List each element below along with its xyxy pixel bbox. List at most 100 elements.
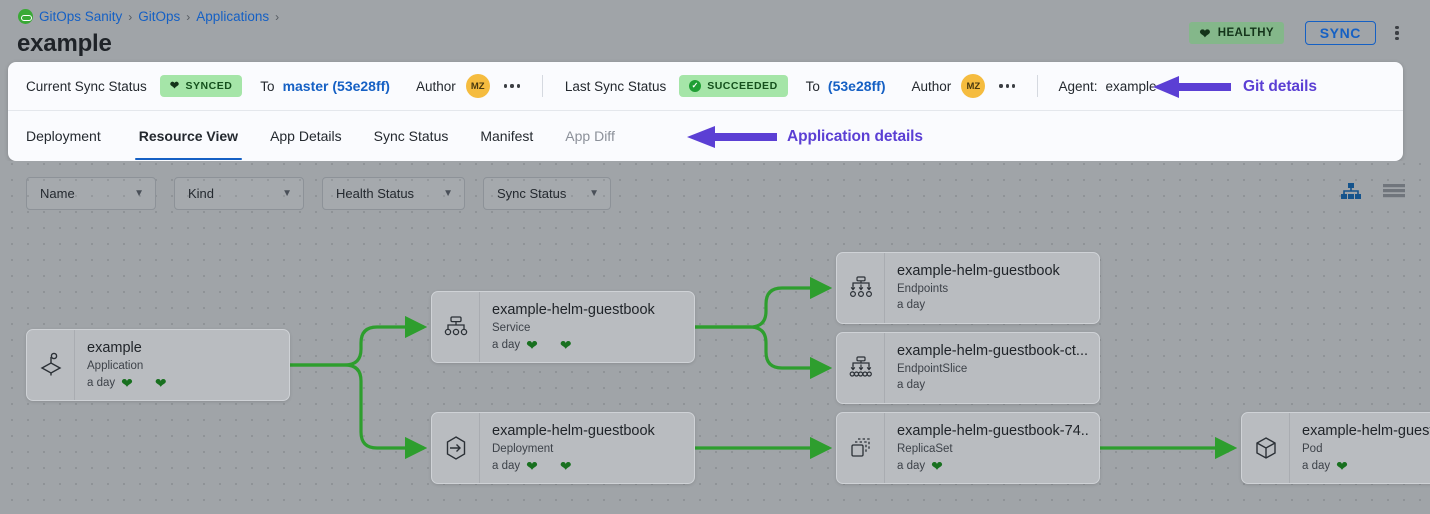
filter-kind-label: Kind (188, 186, 215, 201)
filter-name-label: Name (40, 186, 75, 201)
tab-label: Manifest (480, 127, 534, 144)
node-title: example-helm-guestbook-ct... (897, 343, 1088, 359)
node-meta: a day (897, 379, 1089, 391)
application-summary-card: Current Sync Status ❤ SYNCED To master (… (8, 62, 1403, 161)
graph-node-endpointslice[interactable]: example-helm-guestbook-ct... EndpointSli… (836, 332, 1100, 404)
resource-graph-canvas[interactable]: Name ▼ Kind ▼ Health Status ▼ Sync Statu… (0, 161, 1430, 514)
filter-kind-select[interactable]: Kind ▼ (174, 177, 304, 210)
git-details-arrow-icon (1153, 74, 1231, 100)
last-author-label: Author (911, 78, 952, 94)
endpointslice-icon (837, 333, 885, 403)
annotation-git-details: Git details (1243, 78, 1317, 95)
chevron-down-icon: ▼ (443, 188, 453, 199)
replicaset-icon (837, 413, 885, 483)
tab-label: App Details (270, 127, 342, 144)
current-author-label: Author (415, 78, 456, 94)
chevron-down-icon: ▼ (282, 188, 292, 199)
sync-button[interactable]: SYNC (1304, 21, 1376, 45)
filter-health-status-select[interactable]: Health Status ▼ (322, 177, 465, 210)
last-revision-link[interactable]: (53e28ff) (827, 78, 886, 94)
filter-health-label: Health Status (336, 186, 415, 201)
graph-node-replicaset[interactable]: example-helm-guestbook-74... ReplicaSet … (836, 412, 1100, 484)
check-circle-icon: ✓ (689, 80, 702, 92)
service-icon (432, 292, 480, 362)
sync-icon: ❤ (559, 458, 572, 475)
node-kind: Application (87, 360, 144, 373)
node-meta: a day ❤ ❤ (492, 459, 684, 473)
list-view-icon[interactable] (1383, 183, 1405, 206)
filter-name-select[interactable]: Name ▼ (26, 177, 156, 210)
graph-node-application[interactable]: example Application a day ❤ ❤ (26, 329, 290, 401)
filter-bar: Name ▼ Kind ▼ Health Status ▼ Sync Statu… (26, 177, 611, 210)
breadcrumb-item-gitops[interactable]: GitOps (138, 9, 181, 24)
heart-icon: ❤ (169, 79, 180, 92)
last-sync-more-icon[interactable] (999, 76, 1016, 96)
tab-label: Resource View (138, 127, 239, 144)
agent-label: Agent: (1058, 78, 1098, 94)
endpoints-icon (837, 253, 885, 323)
more-vertical-icon[interactable] (1389, 22, 1405, 44)
tab-sync-status[interactable]: Sync Status (358, 111, 465, 160)
tab-label: App Diff (565, 127, 615, 144)
sync-status-row: Current Sync Status ❤ SYNCED To master (… (8, 62, 1403, 111)
current-revision-link[interactable]: master (53e28ff) (282, 78, 390, 94)
node-age: a day (897, 299, 926, 312)
node-meta: a day ❤ ❤ (492, 338, 684, 352)
tab-app-diff[interactable]: App Diff (549, 111, 631, 160)
breadcrumb-item-applications[interactable]: Applications (196, 9, 270, 24)
node-age: a day (492, 460, 521, 473)
application-icon (27, 330, 75, 400)
gitops-logo-icon (18, 9, 33, 24)
agent-value: example (1105, 78, 1157, 94)
status-badge-health: ❤ HEALTHY (1189, 22, 1284, 44)
tab-label: Deployment (26, 127, 101, 144)
tab-resource-view[interactable]: Resource View (123, 111, 254, 160)
health-icon: ❤ (526, 458, 538, 475)
health-icon: ❤ (1336, 458, 1348, 475)
node-meta: a day ❤ (1302, 459, 1430, 473)
avatar[interactable]: MZ (961, 74, 986, 98)
tab-app-details[interactable]: App Details (254, 111, 358, 160)
filter-sync-label: Sync Status (497, 186, 567, 201)
node-title: example-helm-guestbook (897, 263, 1060, 279)
breadcrumb: GitOps Sanity › GitOps › Applications › (18, 9, 279, 24)
health-icon: ❤ (931, 458, 943, 475)
tab-deployment[interactable]: Deployment (26, 111, 123, 160)
chevron-down-icon: ▼ (589, 188, 599, 199)
node-meta: a day ❤ ❤ (87, 376, 279, 390)
heart-icon: ❤ (1199, 25, 1211, 41)
graph-node-deployment[interactable]: example-helm-guestbook Deployment a day … (431, 412, 695, 484)
tab-bar: Deployment Resource View App Details Syn… (8, 111, 1403, 160)
sync-icon: ❤ (154, 375, 167, 392)
current-sync-status-badge: ❤ SYNCED (159, 75, 243, 97)
breadcrumb-separator-icon: › (186, 9, 191, 24)
last-sync-status-value: SUCCEEDED (707, 80, 778, 92)
pod-icon (1242, 413, 1290, 483)
breadcrumb-separator-icon: › (275, 9, 280, 24)
application-details-arrow-icon (687, 124, 777, 150)
tree-view-icon[interactable] (1341, 183, 1361, 206)
current-sync-more-icon[interactable] (503, 76, 520, 96)
node-age: a day (897, 460, 926, 473)
tab-manifest[interactable]: Manifest (464, 111, 549, 160)
graph-node-pod[interactable]: example-helm-guest Pod a day ❤ (1241, 412, 1430, 484)
chevron-down-icon: ▼ (134, 188, 144, 199)
node-title: example-helm-guest (1302, 423, 1430, 439)
node-title: example (87, 340, 142, 356)
breadcrumb-separator-icon: › (128, 9, 133, 24)
annotation-application-details: Application details (787, 128, 923, 145)
node-meta: a day ❤ (897, 459, 1089, 473)
filter-sync-status-select[interactable]: Sync Status ▼ (483, 177, 611, 210)
node-kind: EndpointSlice (897, 363, 968, 376)
health-badge-label: HEALTHY (1217, 27, 1274, 39)
avatar[interactable]: MZ (465, 74, 490, 98)
graph-node-endpoints[interactable]: example-helm-guestbook Endpoints a day (836, 252, 1100, 324)
node-title: example-helm-guestbook (492, 423, 655, 439)
health-icon: ❤ (121, 375, 133, 392)
graph-node-service[interactable]: example-helm-guestbook Service a day ❤ ❤ (431, 291, 695, 363)
tab-label: Sync Status (373, 127, 449, 144)
breadcrumb-item-gitops-sanity[interactable]: GitOps Sanity (39, 9, 123, 24)
node-age: a day (897, 379, 926, 392)
node-kind: ReplicaSet (897, 443, 953, 456)
